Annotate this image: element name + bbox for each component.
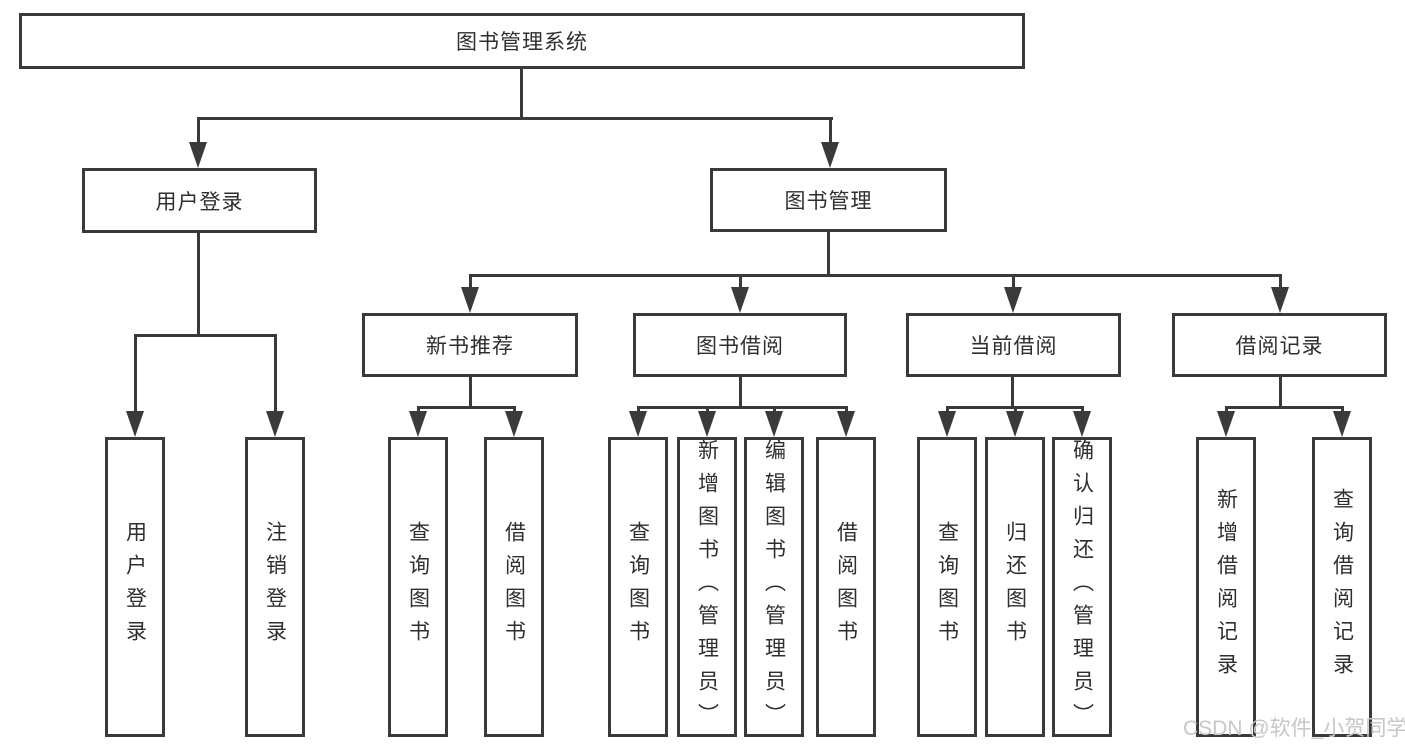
connector-drop-leaf — [1225, 406, 1228, 414]
connector-drop-leaf — [417, 406, 420, 414]
leaf-query-books-label: 查询图书 — [626, 521, 650, 653]
connector-book-management-splitter — [469, 274, 1282, 277]
leaf-borrow-books: 借阅图书 — [816, 437, 876, 737]
leaf-borrow-books-label: 借阅图书 — [834, 521, 858, 653]
connector-drop-leaf — [274, 334, 277, 413]
leaf-query-borrow-record: 查询借阅记录 — [1312, 437, 1372, 737]
connector-drop-book-management — [829, 117, 832, 144]
arrow-down-icon — [1271, 287, 1289, 313]
leaf-query-books-current-label: 查询图书 — [935, 521, 959, 653]
connector-drop-leaf — [134, 334, 137, 413]
leaf-edit-books-admin: 编辑图书（管理员） — [744, 437, 804, 737]
node-book-management: 图书管理 — [710, 168, 947, 232]
leaf-confirm-return-admin: 确认归还（管理员） — [1052, 437, 1112, 737]
connector-user-login-stem — [197, 233, 200, 336]
node-new-book-recommendation: 新书推荐 — [362, 313, 578, 377]
arrow-down-icon — [938, 411, 956, 437]
leaf-borrow-books-recommend-label: 借阅图书 — [502, 521, 526, 653]
arrow-down-icon — [461, 287, 479, 313]
leaf-borrow-books-recommend: 借阅图书 — [484, 437, 544, 737]
connector-drop-book-borrow — [739, 274, 742, 289]
node-borrowing-records: 借阅记录 — [1172, 313, 1387, 377]
leaf-query-borrow-record-label: 查询借阅记录 — [1330, 488, 1354, 686]
connector-book-borrow-splitter — [637, 406, 847, 409]
connector-root-stem — [520, 69, 523, 118]
arrow-down-icon — [821, 142, 839, 168]
node-user-login-label: 用户登录 — [155, 190, 244, 214]
connector-root-splitter — [197, 117, 833, 120]
leaf-return-books-label: 归还图书 — [1003, 521, 1027, 653]
arrow-down-icon — [1333, 411, 1351, 437]
arrow-down-icon — [266, 411, 284, 437]
leaf-user-login-label: 用户登录 — [123, 521, 147, 653]
arrow-down-icon — [837, 411, 855, 437]
csdn-watermark: CSDN @软件_小贺同学 — [1183, 717, 1405, 740]
arrow-down-icon — [765, 411, 783, 437]
node-book-borrowing: 图书借阅 — [633, 313, 847, 377]
leaf-add-borrow-record-label: 新增借阅记录 — [1214, 488, 1238, 686]
leaf-add-borrow-record: 新增借阅记录 — [1196, 437, 1256, 737]
node-book-management-label: 图书管理 — [784, 190, 873, 213]
arrow-down-icon — [189, 142, 207, 168]
connector-book-management-stem — [827, 232, 830, 276]
connector-new-book-stem — [469, 377, 472, 407]
connector-drop-user-login — [197, 117, 200, 144]
arrow-down-icon — [698, 411, 716, 437]
connector-drop-borrow-record — [1279, 274, 1282, 289]
connector-drop-leaf — [1014, 406, 1017, 414]
leaf-query-books-recommend-label: 查询图书 — [406, 521, 430, 653]
leaf-logout: 注销登录 — [245, 437, 305, 737]
arrow-down-icon — [126, 411, 144, 437]
node-book-borrowing-label: 图书借阅 — [696, 335, 784, 358]
leaf-return-books: 归还图书 — [985, 437, 1045, 737]
leaf-add-books-admin-label: 新增图书（管理员） — [695, 438, 719, 736]
node-borrowing-records-label: 借阅记录 — [1235, 335, 1324, 358]
node-new-book-recommendation-label: 新书推荐 — [426, 335, 514, 358]
connector-drop-leaf — [1081, 406, 1084, 414]
arrow-down-icon — [505, 411, 523, 437]
connector-drop-leaf — [845, 406, 848, 414]
node-library-management-system-label: 图书管理系统 — [456, 31, 588, 54]
connector-drop-leaf — [513, 406, 516, 414]
arrow-down-icon — [1006, 411, 1024, 437]
connector-drop-leaf — [1341, 406, 1344, 414]
arrow-down-icon — [1073, 411, 1091, 437]
node-user-login: 用户登录 — [82, 168, 317, 233]
leaf-user-login: 用户登录 — [105, 437, 165, 737]
connector-book-borrow-stem — [739, 377, 742, 407]
arrow-down-icon — [1004, 287, 1022, 313]
leaf-query-books: 查询图书 — [608, 437, 668, 737]
node-current-borrowing-label: 当前借阅 — [969, 335, 1058, 358]
connector-current-borrow-stem — [1011, 377, 1014, 407]
node-library-management-system: 图书管理系统 — [19, 13, 1025, 69]
node-current-borrowing: 当前借阅 — [906, 313, 1121, 377]
connector-drop-leaf — [773, 406, 776, 414]
leaf-add-books-admin: 新增图书（管理员） — [677, 437, 737, 737]
leaf-confirm-return-admin-label: 确认归还（管理员） — [1070, 438, 1094, 736]
leaf-edit-books-admin-label: 编辑图书（管理员） — [762, 438, 786, 736]
leaf-logout-label: 注销登录 — [263, 521, 287, 653]
arrow-down-icon — [409, 411, 427, 437]
connector-drop-leaf — [946, 406, 949, 414]
leaf-query-books-recommend: 查询图书 — [388, 437, 448, 737]
leaf-query-books-current: 查询图书 — [917, 437, 977, 737]
connector-borrow-record-stem — [1279, 377, 1282, 407]
arrow-down-icon — [731, 287, 749, 313]
connector-user-login-splitter — [134, 334, 277, 337]
connector-new-book-splitter — [417, 406, 515, 409]
connector-drop-leaf — [706, 406, 709, 414]
connector-drop-leaf — [637, 406, 640, 414]
connector-drop-new-book — [469, 274, 472, 289]
arrow-down-icon — [629, 411, 647, 437]
connector-drop-current-borrow — [1012, 274, 1015, 289]
connector-borrow-record-splitter — [1225, 406, 1343, 409]
arrow-down-icon — [1217, 411, 1235, 437]
